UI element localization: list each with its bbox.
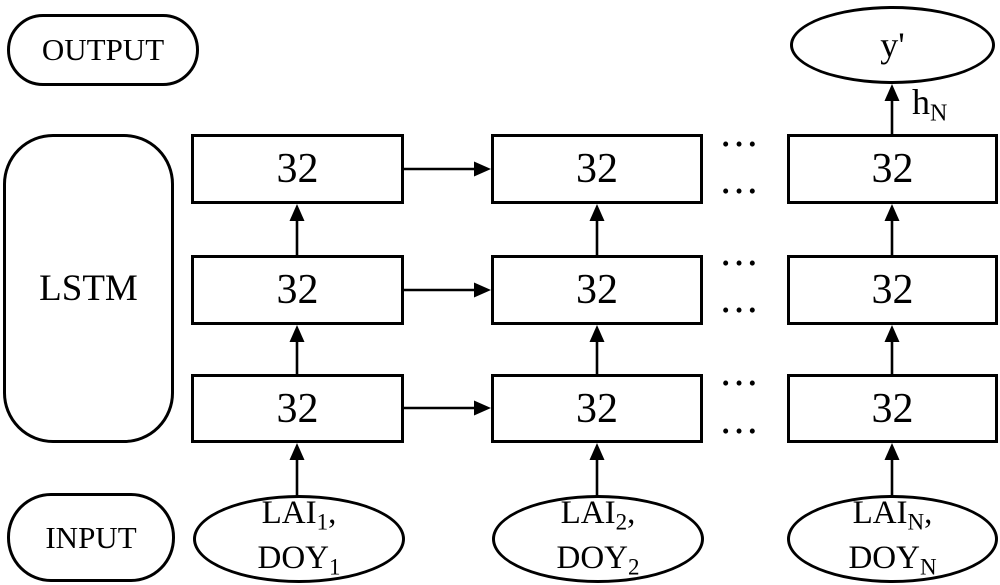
cell-units-label: 32 <box>576 267 618 313</box>
arrow-up-icon <box>289 443 305 496</box>
ellipsis-dots: ••• <box>721 298 763 322</box>
input-line1: LAI1, <box>262 495 337 540</box>
output-stage-label: OUTPUT <box>7 14 199 86</box>
input-line2-base: DOY <box>556 540 629 576</box>
input-line2-sub: 1 <box>329 554 341 580</box>
cell-units-label: 32 <box>576 385 618 432</box>
input-line1-base: LAI <box>560 494 616 531</box>
input-stage-text: INPUT <box>45 519 137 555</box>
input-line2: DOY1 <box>258 540 341 585</box>
input-node-t2: LAI2, DOY2 <box>492 495 704 583</box>
arrow-up-icon <box>589 443 605 496</box>
input-node-tN: LAIN, DOYN <box>787 495 998 583</box>
ellipsis-dots: ••• <box>721 371 763 395</box>
input-line2: DOY2 <box>557 540 640 585</box>
arrow-up-icon <box>884 84 900 134</box>
prediction-label: y' <box>880 25 905 65</box>
input-line1-base: LAI <box>852 494 908 531</box>
cell-units-label: 32 <box>276 146 319 192</box>
hidden-state-base: h <box>912 82 930 122</box>
cell-units-label: 32 <box>871 385 914 432</box>
lstm-cell-layer3-t1: 32 <box>191 134 404 204</box>
ellipsis-dots: ••• <box>721 419 763 443</box>
arrow-up-icon <box>289 325 305 374</box>
cell-units-label: 32 <box>276 267 319 313</box>
lstm-cell-layer2-t1: 32 <box>191 255 404 325</box>
output-stage-text: OUTPUT <box>41 32 165 67</box>
lstm-cell-layer1-t2: 32 <box>491 374 703 443</box>
input-line1-suffix: , <box>924 494 933 531</box>
input-line1: LAI2, <box>561 495 636 540</box>
input-line1-base: LAI <box>261 494 317 531</box>
input-line1-sub: 2 <box>615 509 628 534</box>
cell-units-label: 32 <box>576 146 618 192</box>
lstm-cell-layer3-tN: 32 <box>787 134 998 204</box>
hidden-state-label: hN <box>912 84 947 132</box>
input-line1-sub: N <box>907 509 925 534</box>
input-stage-label: INPUT <box>7 493 175 582</box>
input-line2: DOYN <box>848 540 936 585</box>
input-line1-suffix: , <box>627 494 636 531</box>
lstm-cell-layer1-t1: 32 <box>191 374 404 443</box>
arrow-right-icon <box>404 400 491 416</box>
cell-units-label: 32 <box>871 267 914 313</box>
lstm-stage-label: LSTM <box>3 134 174 443</box>
input-line2-sub: N <box>919 554 937 580</box>
input-line1-suffix: , <box>328 494 337 531</box>
input-line2-base: DOY <box>257 540 330 576</box>
input-line2-base: DOY <box>848 540 920 576</box>
arrow-up-icon <box>289 204 305 255</box>
arrow-up-icon <box>884 443 900 496</box>
lstm-cell-layer2-tN: 32 <box>787 255 998 325</box>
cell-units-label: 32 <box>276 385 319 432</box>
lstm-cell-layer2-t2: 32 <box>491 255 703 325</box>
hidden-state-subscript: N <box>930 100 948 127</box>
arrow-right-icon <box>404 161 491 177</box>
arrow-right-icon <box>404 282 491 298</box>
ellipsis-dots: ••• <box>721 179 763 203</box>
arrow-up-icon <box>589 204 605 255</box>
input-line1: LAIN, <box>853 495 933 540</box>
ellipsis-dots: ••• <box>721 251 763 275</box>
arrow-up-icon <box>884 204 900 255</box>
lstm-stage-text: LSTM <box>39 268 138 309</box>
arrow-up-icon <box>884 325 900 374</box>
lstm-cell-layer1-tN: 32 <box>787 374 998 443</box>
ellipsis-dots: ••• <box>721 132 763 156</box>
input-line2-sub: 2 <box>628 554 640 580</box>
prediction-node: y' <box>790 6 995 84</box>
lstm-cell-layer3-t2: 32 <box>491 134 703 204</box>
input-line1-sub: 1 <box>316 509 329 534</box>
input-node-t1: LAI1, DOY1 <box>193 495 405 583</box>
cell-units-label: 32 <box>871 146 914 192</box>
arrow-up-icon <box>589 325 605 374</box>
